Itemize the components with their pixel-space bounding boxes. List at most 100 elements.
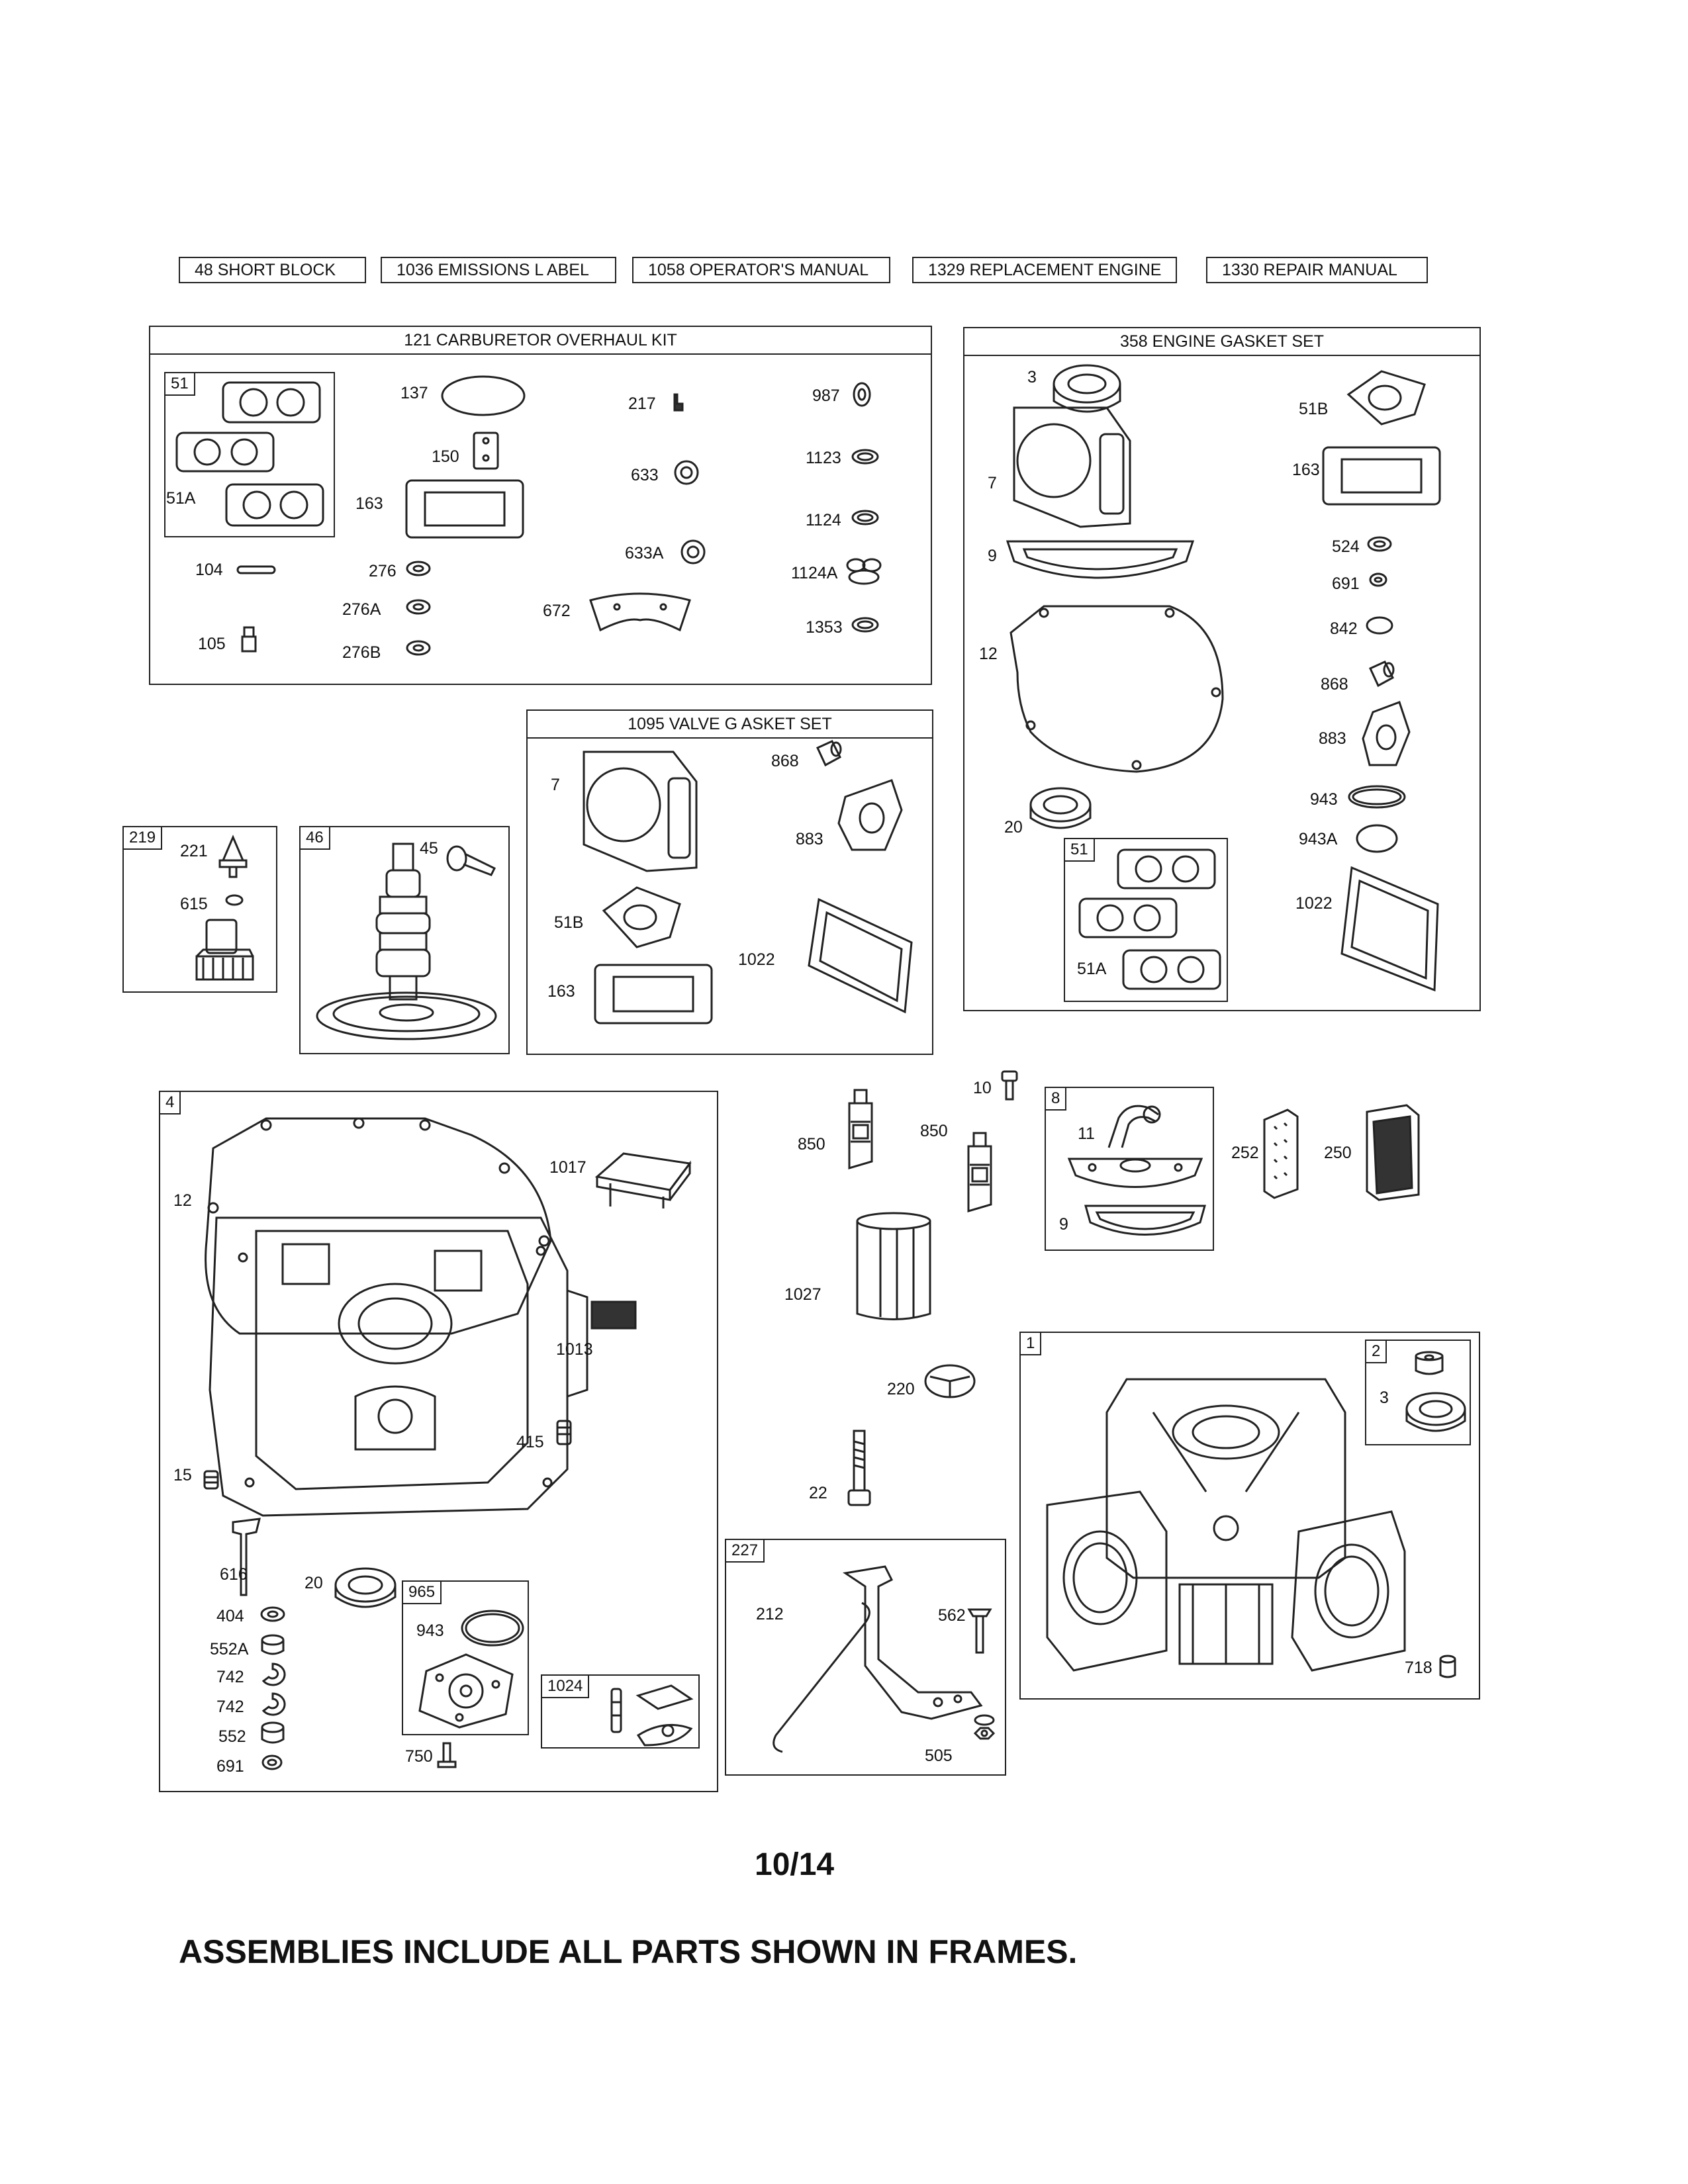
callout-250: 250 (1324, 1144, 1352, 1162)
o-ring-pair-1124a (846, 558, 882, 585)
callout-987: 987 (812, 387, 840, 405)
callout-105: 105 (198, 635, 226, 653)
cover-gasket-1022 (808, 897, 913, 1014)
callout-1013: 1013 (556, 1340, 593, 1359)
plate-150 (473, 432, 499, 470)
callout-842: 842 (1330, 619, 1358, 638)
frame-227: 227 212 562 505 (725, 1539, 1006, 1776)
callout-1124: 1124 (806, 511, 841, 529)
callout-51b: 51B (1299, 400, 1329, 418)
callout-15: 15 (173, 1466, 192, 1484)
header-box-emissions-label: 1036 EMISSIONS L ABEL (381, 257, 616, 283)
cylinder-block-icon (1046, 1378, 1406, 1672)
gasket-9 (1006, 540, 1195, 579)
frame-tag: 4 (160, 1092, 181, 1115)
o-ring-1353 (851, 617, 879, 633)
gasket-51b (1346, 370, 1426, 426)
screw-750 (437, 1742, 457, 1768)
callout-51b: 51B (554, 913, 584, 932)
gasket-51a (225, 483, 324, 527)
callout-868: 868 (771, 752, 799, 770)
frame-tag: 51 (165, 373, 195, 396)
callout-404: 404 (216, 1607, 244, 1625)
sealant-tube-850 (848, 1089, 873, 1170)
frame-219: 219 221 615 (122, 826, 277, 993)
subframe-965: 965 943 (402, 1580, 529, 1735)
callout-742: 742 (216, 1668, 244, 1686)
governor-shaft-616 (232, 1518, 261, 1596)
gasket-51b (602, 886, 681, 948)
washer-691 (1369, 572, 1387, 587)
frame-tag: 227 (726, 1540, 765, 1563)
screw-562 (967, 1608, 992, 1654)
valve-seal-868 (1369, 660, 1395, 688)
gasket-51-top (1117, 848, 1216, 889)
callout-1027: 1027 (784, 1285, 821, 1304)
callout-524: 524 (1332, 537, 1360, 556)
gasket-883 (1362, 701, 1411, 766)
engine-gasket-set-frame: 358 ENGINE GASKET SET 3 7 9 12 20 51B 16… (963, 327, 1481, 1011)
frame-tag: 8 (1046, 1088, 1067, 1111)
bolt-10 (1001, 1070, 1018, 1101)
callout-1022: 1022 (738, 950, 775, 969)
header-box-short-block: 48 SHORT BLOCK (179, 257, 366, 283)
callout-943a: 943A (1299, 830, 1338, 848)
relief-valve-icon (610, 1684, 694, 1747)
frame-tag: 2 (1366, 1341, 1387, 1363)
callout-20: 20 (1004, 818, 1023, 837)
callout-276a: 276A (342, 600, 381, 619)
gasket-9 (1084, 1205, 1206, 1236)
oil-pump-icon (418, 1653, 514, 1729)
spacer-552 (261, 1721, 285, 1744)
frame-8: 8 11 9 (1045, 1087, 1214, 1251)
frame-title: 121 CARBURETOR OVERHAUL KIT (150, 327, 931, 355)
callout-616: 616 (220, 1565, 248, 1584)
crankcase-gasket-12 (205, 1117, 552, 1335)
retainer-742-second (261, 1692, 286, 1716)
pre-cleaner-252 (1263, 1109, 1299, 1199)
frame-tag: 1024 (542, 1676, 590, 1698)
o-ring-524 (1367, 536, 1392, 552)
head-gasket-7 (583, 751, 698, 872)
gasket-51-top (222, 381, 321, 424)
governor-gear-icon (195, 919, 254, 981)
callout-633a: 633A (625, 544, 664, 563)
callout-45: 45 (420, 839, 438, 858)
clip-615 (225, 894, 244, 906)
callout-163: 163 (355, 494, 383, 513)
tappet-45 (446, 845, 496, 876)
o-ring-943a (1356, 824, 1398, 853)
crankcase-icon (209, 1216, 588, 1517)
filter-element-1013 (590, 1300, 637, 1330)
washer-691 (261, 1754, 283, 1770)
dowel-415 (556, 1420, 572, 1445)
callout-868: 868 (1321, 675, 1348, 694)
pin-104 (236, 565, 276, 574)
frame-46: 46 45 (299, 826, 510, 1054)
callout-742-second: 742 (216, 1698, 244, 1716)
frame-tag: 219 (124, 827, 163, 850)
header-box-replacement-engine: 1329 REPLACEMENT ENGINE (912, 257, 1177, 283)
washer-276 (406, 561, 431, 576)
seal-633 (674, 460, 699, 485)
frame-tag: 46 (301, 827, 330, 850)
callout-505: 505 (925, 1747, 953, 1765)
screw-15 (203, 1470, 219, 1490)
page-number: 10/14 (755, 1847, 835, 1882)
callout-850: 850 (798, 1135, 825, 1154)
callout-943: 943 (416, 1621, 444, 1640)
callout-718: 718 (1405, 1659, 1432, 1677)
callout-1022: 1022 (1295, 894, 1333, 913)
gasket-163 (405, 479, 524, 539)
breather-cover-1017 (594, 1152, 692, 1208)
callout-1124a: 1124A (791, 564, 838, 582)
frame-4: 4 12 1017 1013 415 15 616 20 404 552A 74… (159, 1091, 718, 1792)
callout-850-second: 850 (920, 1122, 948, 1140)
callout-552a: 552A (210, 1640, 249, 1659)
head-gasket-7 (1013, 406, 1131, 528)
callout-562: 562 (938, 1606, 966, 1625)
oil-seal-20 (1029, 787, 1092, 829)
washer-276b (406, 640, 431, 656)
subframe-51: 51 (164, 372, 335, 537)
spacer-220 (924, 1364, 976, 1398)
